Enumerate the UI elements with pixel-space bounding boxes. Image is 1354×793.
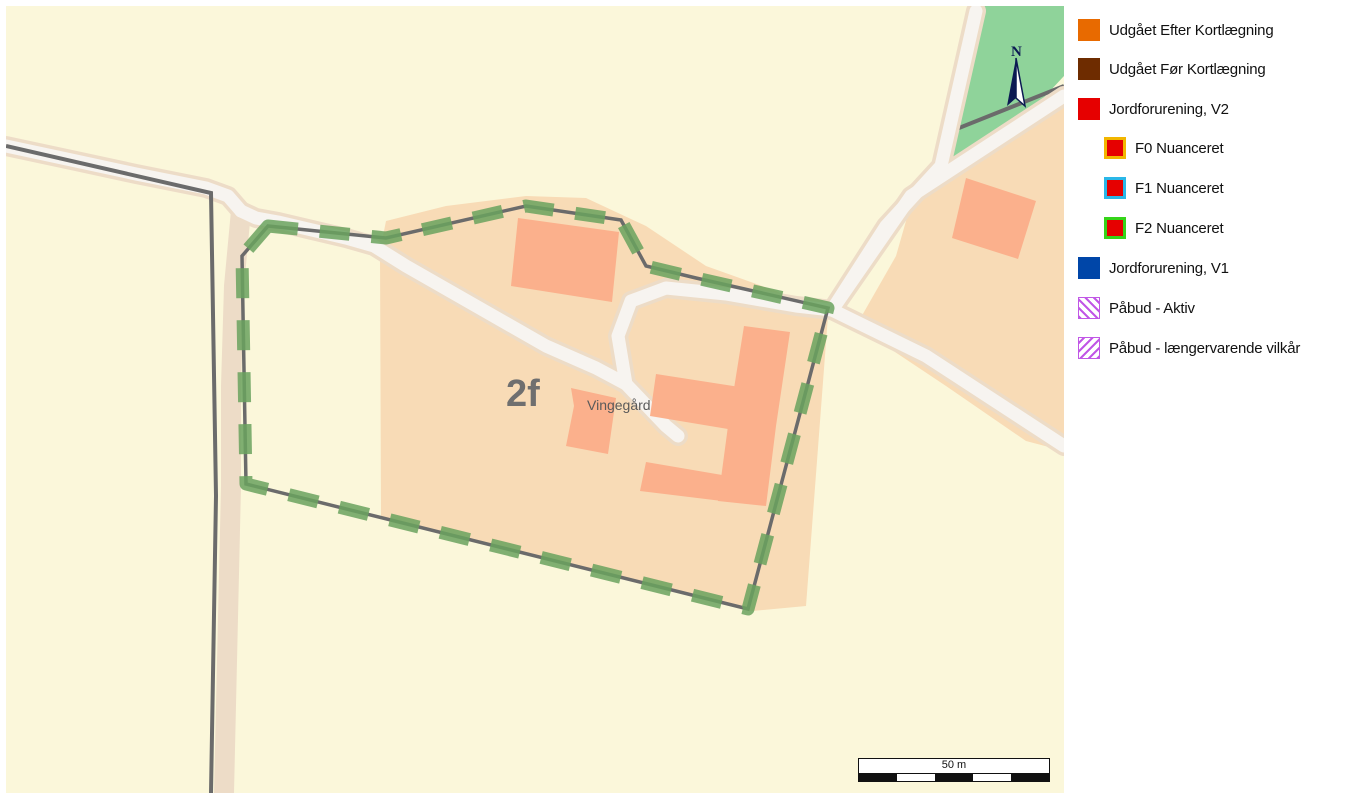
legend-label: Udgået Efter Kortlægning bbox=[1109, 21, 1274, 39]
legend-swatch bbox=[1078, 58, 1100, 80]
legend-swatch bbox=[1104, 177, 1126, 199]
legend-swatch bbox=[1078, 98, 1100, 120]
scale-bar: 50 m bbox=[858, 758, 1050, 782]
building bbox=[952, 178, 1036, 259]
legend-item-jordforurening-v1: Jordforurening, V1 bbox=[1078, 256, 1229, 280]
legend-item-jordforurening-v2: Jordforurening, V2 bbox=[1078, 97, 1229, 121]
legend-item-f0: F0 Nuanceret bbox=[1104, 136, 1224, 160]
legend-label: Jordforurening, V2 bbox=[1109, 100, 1229, 118]
legend-label: Udgået Før Kortlægning bbox=[1109, 60, 1266, 78]
building bbox=[650, 374, 746, 431]
legend-label: Jordforurening, V1 bbox=[1109, 259, 1229, 277]
map-canvas[interactable]: 2f Vingegård N bbox=[6, 6, 1064, 793]
legend-swatch bbox=[1078, 19, 1100, 41]
legend-item-paabud-laengervarende: Påbud - længervarende vilkår bbox=[1078, 336, 1300, 360]
building bbox=[640, 462, 728, 501]
legend-label: F2 Nuanceret bbox=[1135, 219, 1224, 237]
property-boundary-line bbox=[6, 144, 219, 793]
roads bbox=[6, 6, 1064, 453]
building bbox=[511, 218, 619, 302]
legend-swatch bbox=[1078, 337, 1100, 359]
legend-label: F1 Nuanceret bbox=[1135, 179, 1224, 197]
legend-label: Påbud - længervarende vilkår bbox=[1109, 339, 1301, 357]
building bbox=[566, 388, 616, 454]
buildings bbox=[511, 178, 1036, 506]
legend-item-f2: F2 Nuanceret bbox=[1104, 216, 1224, 240]
legend-item-udgaaet-efter: Udgået Efter Kortlægning bbox=[1078, 18, 1274, 42]
contamination-area-outline[interactable] bbox=[235, 199, 835, 616]
scale-bar-segments bbox=[859, 773, 1049, 781]
legend-label: Påbud - Aktiv bbox=[1109, 299, 1195, 317]
farmland-area-east bbox=[856, 106, 1064, 451]
svg-text:N: N bbox=[1011, 44, 1022, 60]
building bbox=[718, 326, 790, 506]
legend-swatch bbox=[1104, 137, 1126, 159]
parcel-code-label: 2f bbox=[506, 373, 540, 415]
legend-swatch bbox=[1078, 257, 1100, 279]
place-name-label: Vingegård bbox=[587, 397, 651, 413]
legend-item-paabud-aktiv: Påbud - Aktiv bbox=[1078, 296, 1195, 320]
north-arrow-icon: N bbox=[1007, 44, 1027, 109]
legend-label: F0 Nuanceret bbox=[1135, 139, 1224, 157]
scale-bar-label: 50 m bbox=[941, 759, 967, 771]
legend-item-f1: F1 Nuanceret bbox=[1104, 176, 1224, 200]
legend-swatch bbox=[1078, 297, 1100, 319]
legend-swatch bbox=[1104, 217, 1126, 239]
legend-item-udgaaet-foer: Udgået Før Kortlægning bbox=[1078, 57, 1266, 81]
map-drawing: 2f Vingegård N bbox=[6, 6, 1064, 793]
